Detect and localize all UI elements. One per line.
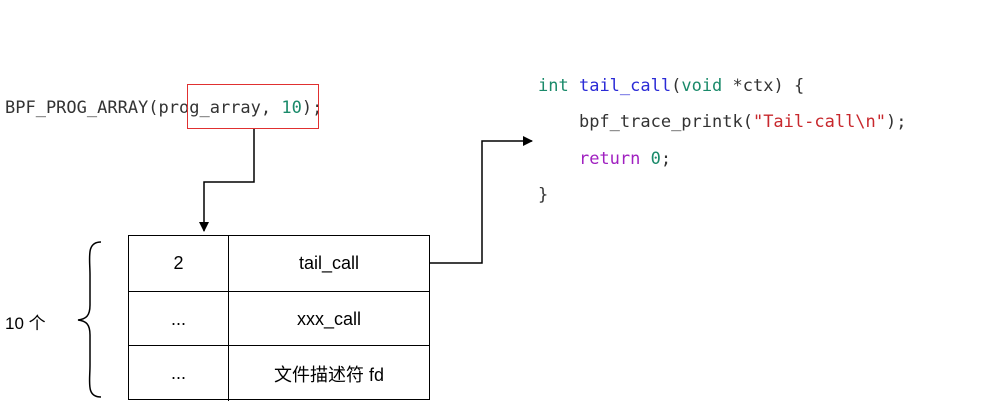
params-rest: *ctx) {	[722, 76, 805, 96]
table-row: 2 tail_call	[129, 236, 429, 291]
function-name: tail_call	[578, 76, 672, 96]
type-void: void	[681, 76, 723, 96]
row-value: xxx_call	[296, 309, 362, 329]
return-end: ;	[660, 149, 672, 169]
map-decl-suffix: );	[301, 98, 323, 118]
keyword-return: return	[578, 149, 641, 169]
brace-count-label: 10 个	[5, 314, 46, 333]
space	[640, 149, 650, 169]
map-declaration: BPF_PROG_ARRAY(prog_array, 10);	[5, 98, 322, 118]
map-decl-prefix: BPF_PROG_ARRAY(	[5, 98, 159, 118]
map-name: prog_array	[158, 98, 261, 118]
indent	[538, 112, 579, 132]
table-row: ... xxx_call	[129, 291, 429, 347]
closing-brace: }	[538, 185, 549, 205]
row-index: 2	[129, 236, 229, 291]
string-literal: "Tail-call\n"	[752, 112, 887, 132]
curly-brace	[77, 241, 102, 398]
entry-to-function-arrow	[430, 136, 533, 264]
row-index: ...	[129, 346, 229, 401]
printk-call: bpf_trace_printk(	[578, 112, 753, 132]
row-value: tail_call	[298, 253, 360, 273]
code-line-3: return 0;	[538, 149, 671, 169]
keyword-int: int	[538, 76, 569, 96]
row-index: ...	[129, 292, 229, 347]
return-value: 0	[650, 149, 661, 169]
map-size: 10	[281, 98, 302, 118]
printk-end: );	[886, 112, 907, 132]
code-line-2: bpf_trace_printk("Tail-call\n");	[538, 112, 907, 132]
paren-open: (	[671, 76, 682, 96]
table-row: ... 文件描述符 fd	[129, 345, 429, 401]
map-decl-sep: ,	[260, 98, 282, 118]
map-name-highlight	[187, 84, 319, 129]
indent	[538, 149, 579, 169]
prog-array-table: 2 tail_call ... xxx_call ... 文件描述符 fd	[128, 235, 430, 401]
map-to-table-arrow	[199, 129, 255, 232]
row-value: 文件描述符 fd	[273, 364, 384, 385]
code-line-4: }	[538, 185, 548, 205]
code-line-1: int tail_call(void *ctx) {	[538, 76, 804, 96]
